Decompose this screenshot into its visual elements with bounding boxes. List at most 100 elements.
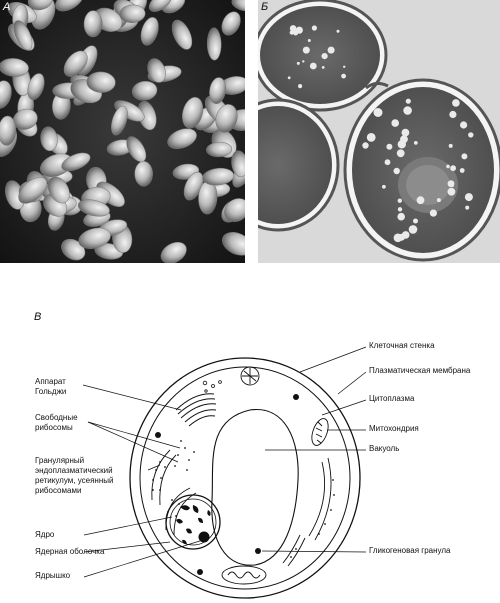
yeast-cell <box>18 177 48 204</box>
mitochondrion-right <box>311 418 329 446</box>
yeast-cell <box>63 50 88 77</box>
yeast-cell <box>83 10 103 38</box>
label-rough-er: Гранулярный эндоплазматический ретикулум… <box>35 456 114 495</box>
vesicle <box>393 167 400 175</box>
nucleolus <box>198 531 210 543</box>
label-free-ribosomes: Свободные рибосомы <box>35 413 78 432</box>
vesicle <box>464 193 473 202</box>
rough-er-right <box>282 457 332 567</box>
vesicle <box>293 30 299 36</box>
vesicle <box>450 165 456 172</box>
vesicle <box>321 66 325 69</box>
yeast-cell <box>182 97 204 129</box>
yeast-sem-photo <box>0 0 245 263</box>
vesicle <box>302 46 310 54</box>
yeast-cell <box>206 27 222 61</box>
vesicle <box>362 142 369 149</box>
vesicle <box>465 205 470 210</box>
yeast-cell <box>55 0 84 12</box>
yeast-cell <box>119 4 146 23</box>
yeast-cell <box>231 0 245 12</box>
vesicle <box>298 84 303 89</box>
vesicle <box>436 198 441 203</box>
label-nucleus: Ядро <box>35 530 55 539</box>
yeast-cell <box>61 238 86 261</box>
plasma-membrane <box>139 366 351 590</box>
vesicle <box>447 187 456 196</box>
vesicle <box>446 164 450 169</box>
yeast-cell <box>161 0 186 14</box>
vesicle <box>408 225 418 234</box>
yeast-cell <box>231 150 245 178</box>
rough-er-left <box>151 449 197 536</box>
yeast-cell <box>167 128 197 150</box>
label-plasma-membrane: Плазматическая мембрана <box>369 366 471 375</box>
vesicle <box>401 231 410 239</box>
yeast-cell <box>215 104 238 133</box>
yeast-cell <box>209 77 227 104</box>
vesicle <box>396 149 405 158</box>
yeast-tem-photo <box>258 0 500 263</box>
yeast-cell <box>160 242 187 263</box>
vesicle <box>461 153 468 160</box>
label-nucleolus: Ядрышко <box>35 571 71 580</box>
vesicle <box>452 99 460 107</box>
panel-letter-b: Б <box>261 1 269 13</box>
vesicle <box>391 119 399 127</box>
vesicle <box>397 212 405 221</box>
vesicle <box>289 30 294 35</box>
cell-wall-outer <box>129 357 361 599</box>
mitochondrion-top <box>240 366 260 386</box>
vesicle <box>336 29 340 33</box>
mitochondrion-bottom <box>221 565 267 585</box>
yeast-sem-image <box>0 0 245 263</box>
vesicle <box>405 98 411 104</box>
vesicle <box>386 143 393 150</box>
vacuole <box>211 409 299 566</box>
yeast-cell <box>86 71 116 93</box>
yeast-cell <box>61 152 91 172</box>
yeast-cell <box>77 199 110 217</box>
yeast-cell <box>78 227 111 249</box>
vesicle <box>413 141 418 145</box>
vesicle <box>341 73 346 79</box>
vesicle <box>307 39 311 42</box>
vesicle <box>400 135 408 144</box>
vesicle <box>296 61 300 65</box>
golgi-apparatus <box>175 393 217 427</box>
yeast-cell <box>221 11 241 36</box>
label-glycogen-granule: Гликогеновая гранула <box>369 546 451 555</box>
vesicle <box>397 207 403 212</box>
yeast-cell <box>0 80 12 109</box>
vesicle <box>416 196 425 205</box>
vesicle <box>447 180 455 188</box>
free-ribosomes <box>174 440 195 471</box>
panel-letter-c: В <box>34 311 42 323</box>
yeast-cell <box>0 115 17 146</box>
yeast-cell <box>40 126 58 152</box>
label-nuclear-envelope: Ядерная оболочка <box>35 547 105 556</box>
label-cytoplasm: Цитоплазма <box>369 394 415 403</box>
yeast-cell <box>206 141 233 158</box>
yeast-tem-image <box>258 0 500 263</box>
vesicle <box>401 128 410 137</box>
yeast-cell <box>27 73 45 100</box>
vesicle <box>287 76 291 80</box>
vesicle <box>311 25 317 31</box>
yeast-cell <box>131 80 158 101</box>
nucleus <box>165 494 221 550</box>
label-golgi: Аппарат Гольджи <box>35 377 67 396</box>
yeast-cell <box>0 58 29 77</box>
label-cell-wall: Клеточная стенка <box>369 341 435 350</box>
vesicle <box>382 184 386 189</box>
vesicle <box>302 60 305 63</box>
yeast-cell <box>134 161 153 187</box>
yeast-cell <box>13 20 33 51</box>
vesicle <box>309 62 317 70</box>
label-mitochondrion: Митохондрия <box>369 424 419 433</box>
vesicle <box>449 110 457 119</box>
yeast-cell <box>47 176 70 204</box>
yeast-cell <box>171 19 193 50</box>
vesicle <box>373 108 383 117</box>
